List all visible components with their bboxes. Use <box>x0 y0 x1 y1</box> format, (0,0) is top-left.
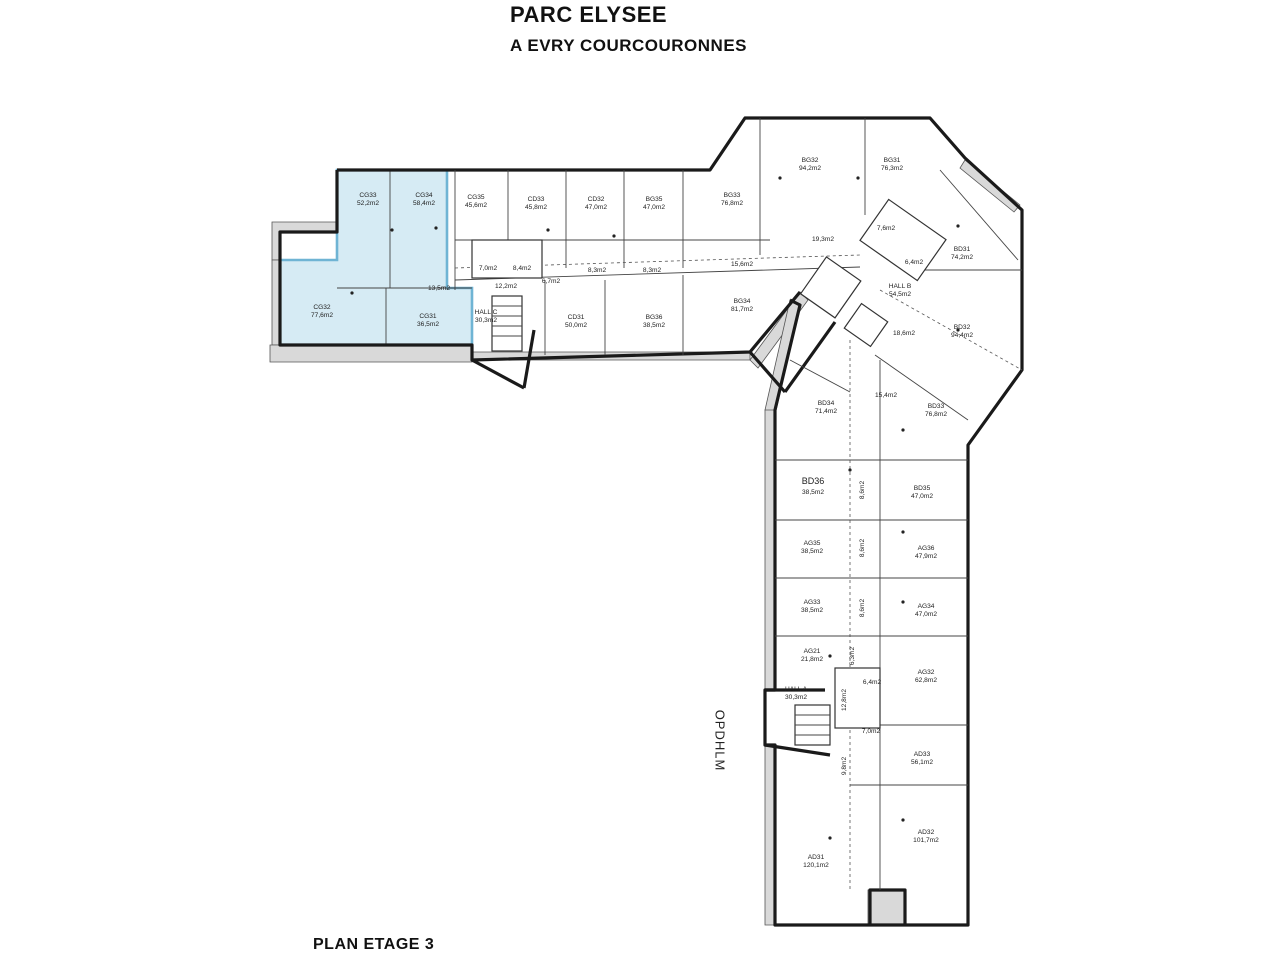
lot-code: AG34 <box>918 603 935 610</box>
lot-code: BG34 <box>734 298 751 305</box>
lot-code: AG35 <box>804 540 821 547</box>
lot-code: AG21 <box>804 648 821 655</box>
hall-area: 30,3m2 <box>785 694 807 701</box>
lot-code: AD32 <box>918 829 935 836</box>
exterior-walls <box>278 116 1024 927</box>
corridor-area: 8,6m2 <box>859 599 866 618</box>
lot-area: 45,6m2 <box>465 202 487 209</box>
lot-area: 38,5m2 <box>643 322 665 329</box>
plan-title: PARC ELYSEE <box>510 2 668 27</box>
lot-code: CD31 <box>568 314 585 321</box>
hall-name: HALL C <box>475 309 498 316</box>
lot-code: AD33 <box>914 751 931 758</box>
corridor-area: 19,3m2 <box>812 236 834 243</box>
lot-area: 47,0m2 <box>911 493 933 500</box>
lot-area: 94,4m2 <box>951 332 973 339</box>
lot-area: 50,0m2 <box>565 322 587 329</box>
corridor-area: 6,4m2 <box>863 679 882 686</box>
corridor-area: 12,8m2 <box>841 689 848 711</box>
lot-code: BD36 <box>802 476 825 486</box>
lot-area: 94,2m2 <box>799 165 821 172</box>
lot-area: 120,1m2 <box>803 862 829 869</box>
lot-code: CG34 <box>415 192 433 199</box>
lot-code: CD32 <box>588 196 605 203</box>
plan-subtitle: A EVRY COURCOURONNES <box>510 36 748 55</box>
lot-code: CG35 <box>467 194 485 201</box>
lot-code: AG32 <box>918 669 935 676</box>
corridor-area: 8,6m2 <box>859 481 866 500</box>
hall-name: HALL A <box>785 686 808 693</box>
floor-label: PLAN ETAGE 3 <box>313 936 435 953</box>
corridor-area: 6,3m2 <box>849 647 856 666</box>
lot-area: 62,8m2 <box>915 677 937 684</box>
lot-code: CG33 <box>359 192 377 199</box>
corridor-area: 6,7m2 <box>542 278 561 285</box>
lot-code: BG35 <box>646 196 663 203</box>
corridor-area: 8,3m2 <box>643 267 662 274</box>
lot-code: CG32 <box>313 304 331 311</box>
lot-area: 74,2m2 <box>951 254 973 261</box>
lot-area: 36,5m2 <box>417 321 439 328</box>
lot-area: 81,7m2 <box>731 306 753 313</box>
lot-code: AD31 <box>808 854 825 861</box>
lot-area: 56,1m2 <box>911 759 933 766</box>
corridor-area: 7,0m2 <box>862 728 881 735</box>
vertical-circulation <box>471 198 947 746</box>
lot-area: 58,4m2 <box>413 200 435 207</box>
corridor-area: 15,4m2 <box>875 392 897 399</box>
lot-area: 52,2m2 <box>357 200 379 207</box>
lot-area: 38,5m2 <box>802 489 824 496</box>
corridor-area: 7,6m2 <box>877 225 896 232</box>
corridor-area: 15,6m2 <box>731 261 753 268</box>
lot-area: 76,8m2 <box>925 411 947 418</box>
lot-code: AG33 <box>804 599 821 606</box>
corridor-area: 18,6m2 <box>893 330 915 337</box>
corridor-area: 8,4m2 <box>513 265 532 272</box>
corridor-area: 7,0m2 <box>479 265 498 272</box>
fixture-markers <box>350 176 960 840</box>
lot-area: 101,7m2 <box>913 837 939 844</box>
lot-area: 45,8m2 <box>525 204 547 211</box>
lot-area: 38,5m2 <box>801 548 823 555</box>
lot-code: BG36 <box>646 314 663 321</box>
corridor-area: 9,8m2 <box>841 757 848 776</box>
lot-area: 47,0m2 <box>915 611 937 618</box>
lot-code: BD33 <box>928 403 945 410</box>
lot-code: BD31 <box>954 246 971 253</box>
lot-area: 47,0m2 <box>585 204 607 211</box>
lot-area: 71,4m2 <box>815 408 837 415</box>
lot-area: 76,8m2 <box>721 200 743 207</box>
lot-code: BD35 <box>914 485 931 492</box>
hall-name: HALL B <box>889 283 912 290</box>
hall-area: 30,3m2 <box>475 317 497 324</box>
hall-area: 54,5m2 <box>889 291 911 298</box>
corridor-area: 13,5m2 <box>428 285 450 292</box>
lot-code: CG31 <box>419 313 437 320</box>
lot-code: BG31 <box>884 157 901 164</box>
lot-area: 21,8m2 <box>801 656 823 663</box>
lot-area: 38,5m2 <box>801 607 823 614</box>
lot-code: BG32 <box>802 157 819 164</box>
lot-code: CD33 <box>528 196 545 203</box>
lot-area: 76,3m2 <box>881 165 903 172</box>
lot-code: BD34 <box>818 400 835 407</box>
corridor-area: 8,6m2 <box>859 539 866 558</box>
corridor-area: 6,4m2 <box>905 259 924 266</box>
lot-code: BD32 <box>954 324 971 331</box>
corridor-area: 12,2m2 <box>495 283 517 290</box>
lot-area: 77,6m2 <box>311 312 333 319</box>
lot-area: 47,9m2 <box>915 553 937 560</box>
lot-code: AG36 <box>918 545 935 552</box>
corridor-area: 8,3m2 <box>588 267 607 274</box>
lot-area: 47,0m2 <box>643 204 665 211</box>
lot-code: BG33 <box>724 192 741 199</box>
